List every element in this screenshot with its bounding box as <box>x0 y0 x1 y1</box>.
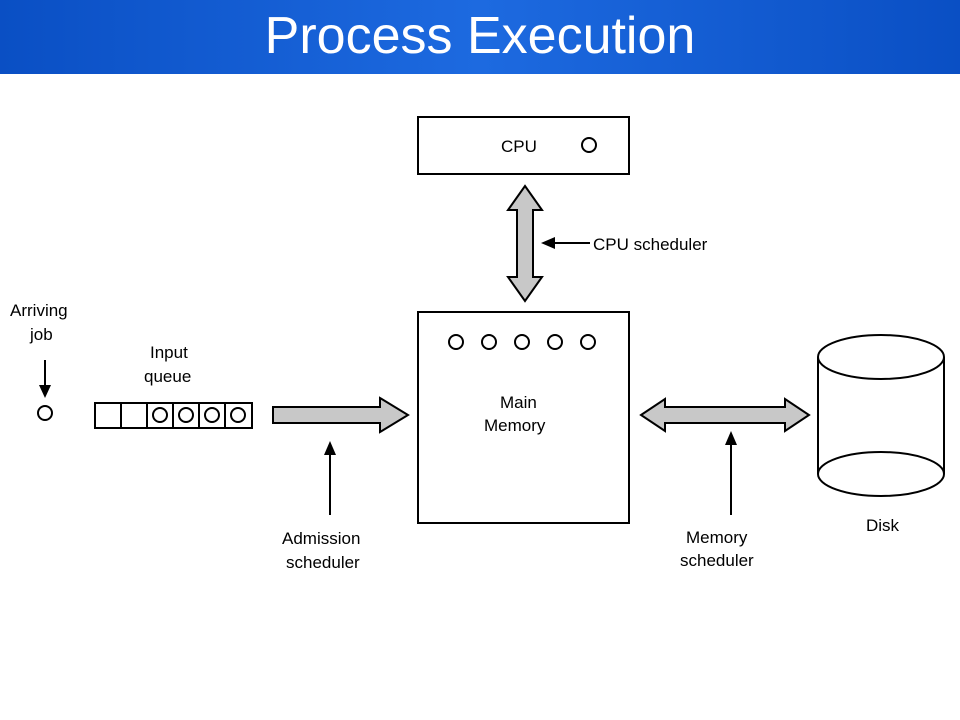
arriving-job-arrow-head <box>39 385 51 398</box>
disk-label: Disk <box>866 516 900 535</box>
memory-process-token <box>514 334 530 350</box>
memory-scheduler-label-line2: scheduler <box>680 551 754 570</box>
arriving-job-label-line2: job <box>29 325 53 344</box>
disk-cylinder-top <box>817 334 945 380</box>
arriving-job-token <box>37 405 53 421</box>
main-memory-label-line2: Memory <box>484 416 546 435</box>
cpu-scheduler-arrow-head <box>541 237 555 249</box>
admission-scheduler-arrow-head <box>324 441 336 455</box>
cpu-memory-double-arrow <box>506 184 544 303</box>
memory-scheduler-arrow-head <box>725 431 737 445</box>
memory-disk-double-arrow <box>639 397 811 433</box>
arriving-job-label-line1: Arriving <box>10 301 68 320</box>
memory-process-token <box>547 334 563 350</box>
input-queue-token <box>230 407 246 423</box>
disk-cylinder-body <box>817 357 945 497</box>
memory-scheduler-label-line1: Memory <box>686 528 748 547</box>
main-memory-label-line1: Main <box>500 393 537 412</box>
admission-scheduler-label-line2: scheduler <box>286 553 360 572</box>
input-queue-token <box>178 407 194 423</box>
disk-cylinder-inner-rim <box>817 451 945 475</box>
input-queue-token <box>204 407 220 423</box>
cpu-process-token <box>581 137 597 153</box>
cpu-label: CPU <box>501 137 537 156</box>
cpu-scheduler-label: CPU scheduler <box>593 235 708 254</box>
queue-to-memory-arrow <box>272 396 410 434</box>
admission-scheduler-label-line1: Admission <box>282 529 360 548</box>
memory-process-token <box>580 334 596 350</box>
memory-process-token <box>481 334 497 350</box>
input-queue-token <box>152 407 168 423</box>
memory-process-token <box>448 334 464 350</box>
input-queue-label-line1: Input <box>150 343 188 362</box>
title-bar <box>0 0 960 74</box>
input-queue-label-line2: queue <box>144 367 191 386</box>
slide-title: Process Execution <box>264 7 696 65</box>
